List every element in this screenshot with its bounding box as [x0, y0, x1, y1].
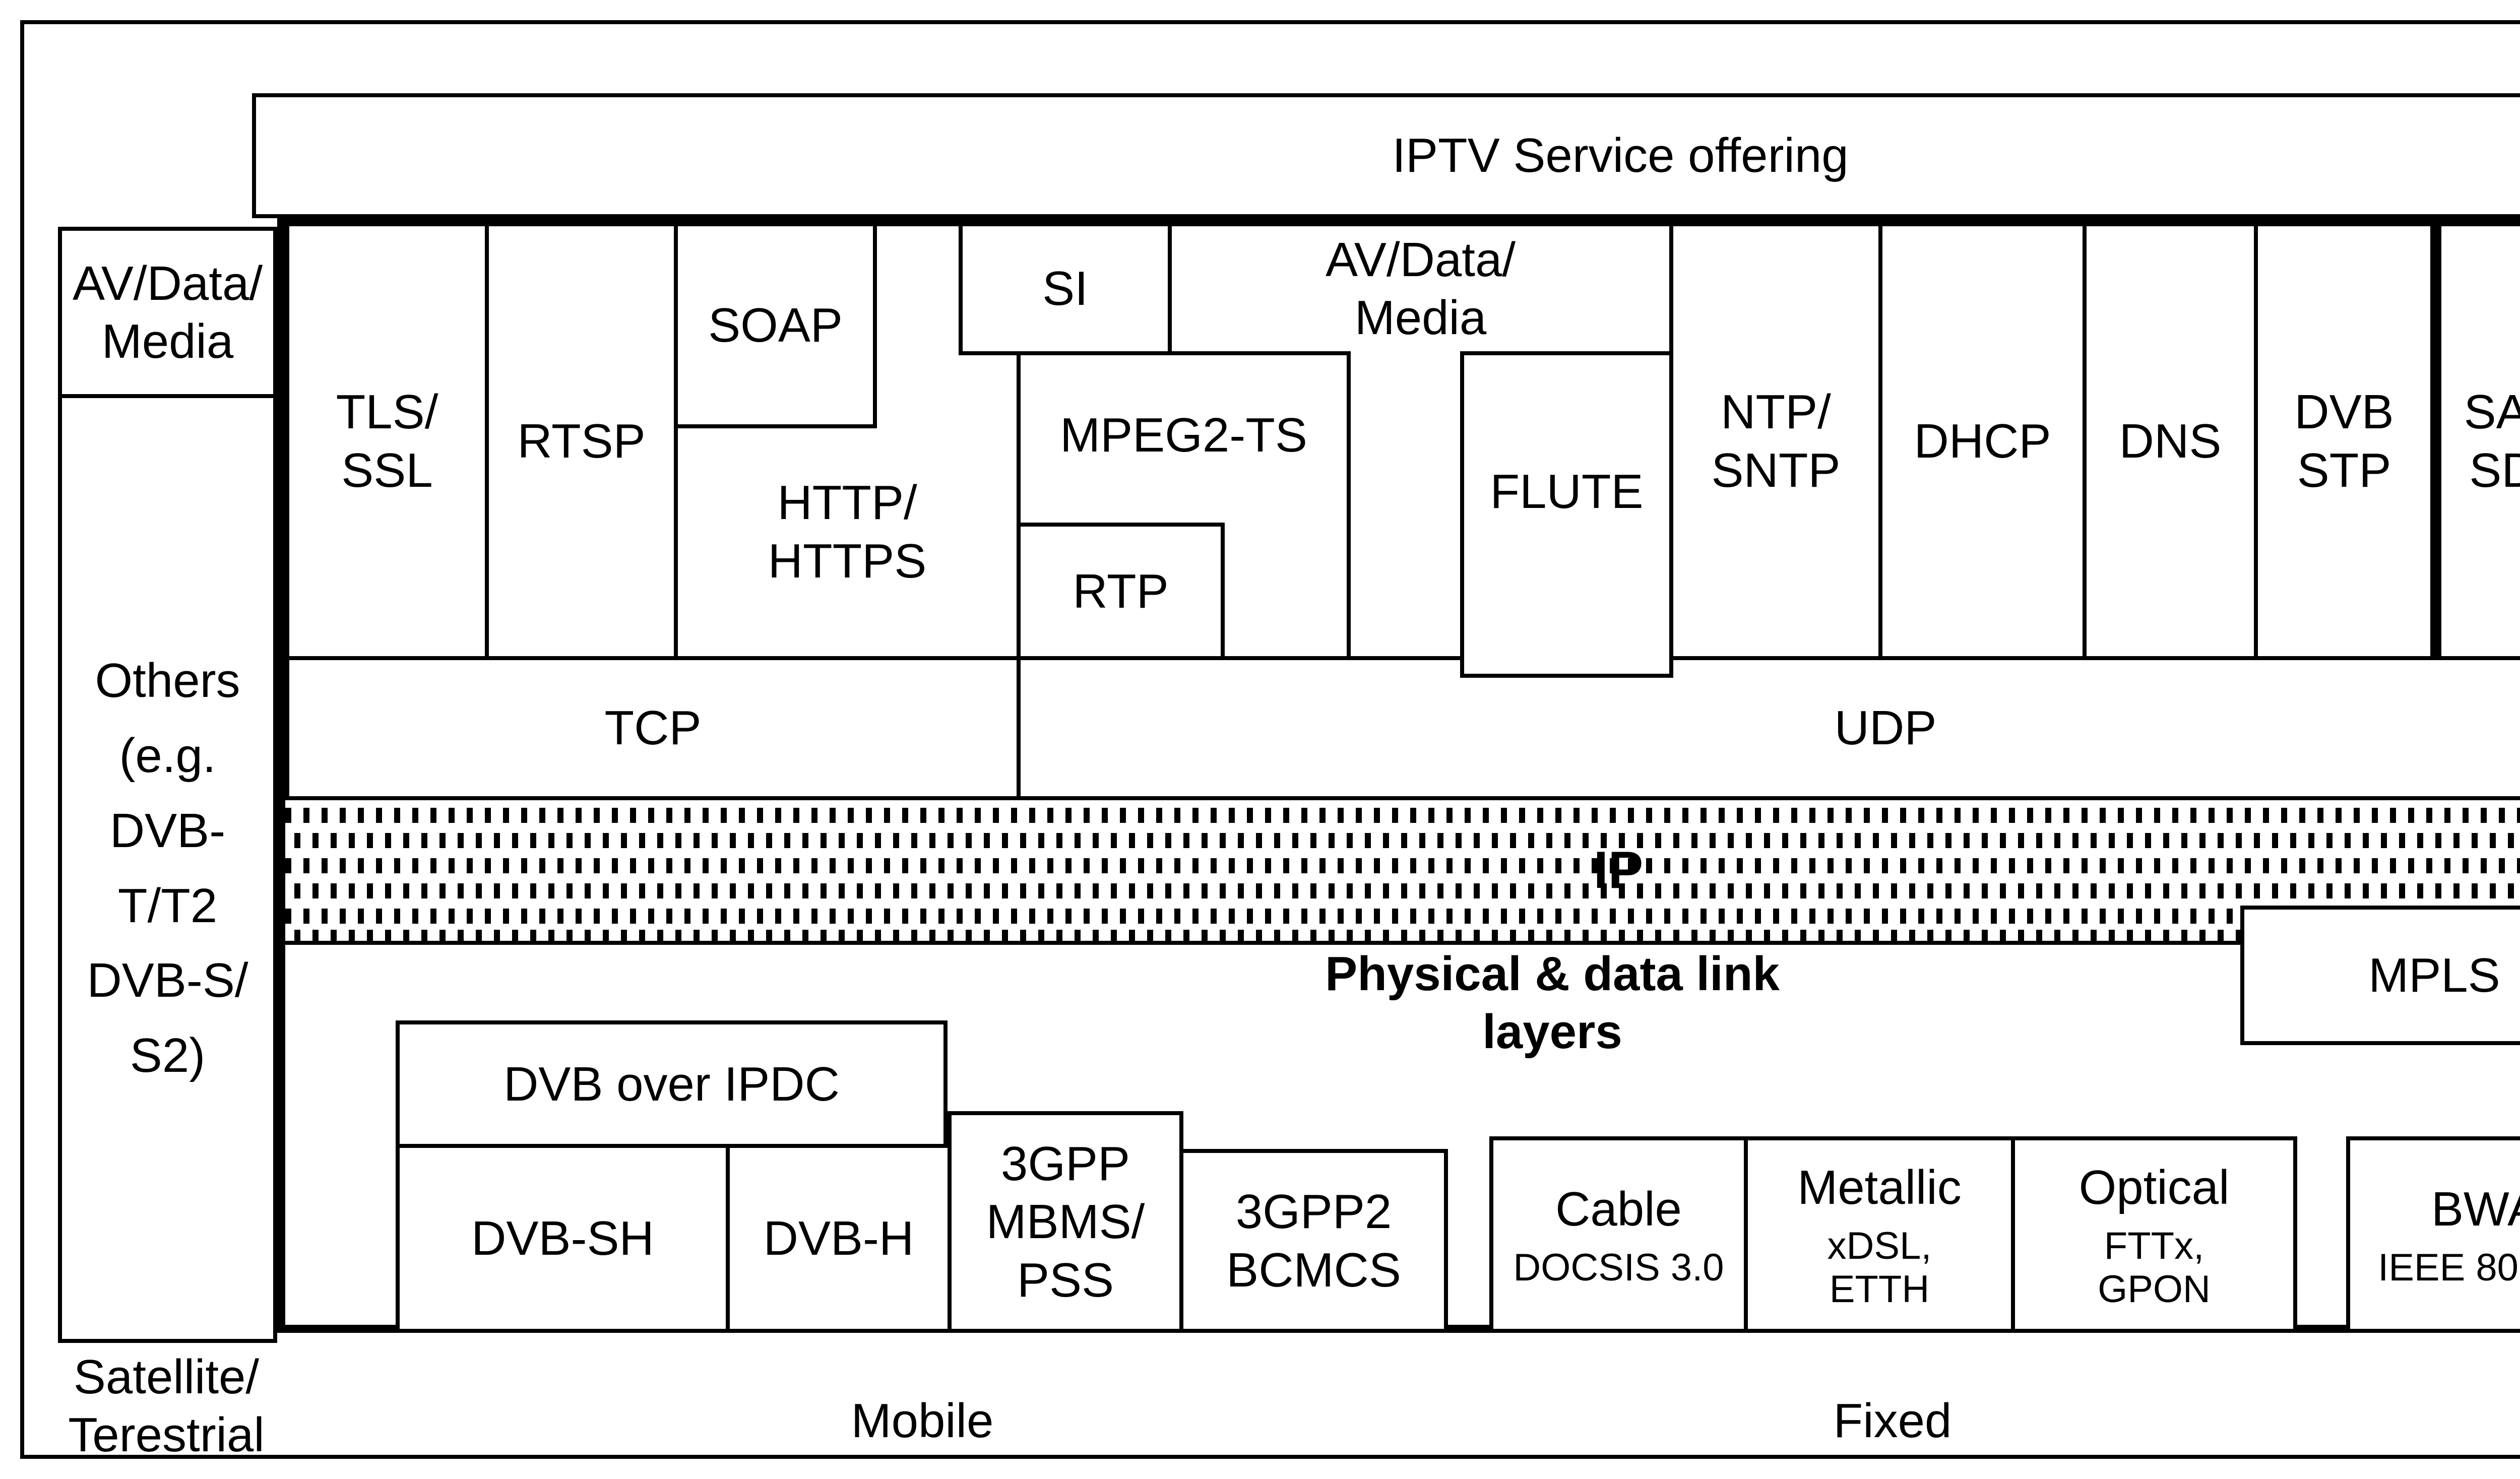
- iptv-service-offering-banner: IPTV Service offering: [252, 93, 2520, 218]
- region-label-satellite-terestrial: Satellite/ Terestrial: [68, 1349, 265, 1462]
- tls-ssl-box: TLS/ SSL: [285, 222, 489, 660]
- http-https-label: HTTP/ HTTPS: [768, 476, 927, 588]
- cable-detail: DOCSIS 3.0: [1513, 1246, 1724, 1290]
- left-av-data-media-label: AV/Data/ Media: [72, 256, 263, 368]
- tls-ssl-label: TLS/ SSL: [336, 385, 438, 497]
- optical-label: Optical: [2078, 1161, 2230, 1215]
- left-others-label: Others (e.g. DVB-T/T2 DVB-S/ S2): [87, 654, 248, 1083]
- ntp-sntp-label: NTP/ SNTP: [1711, 385, 1841, 497]
- region-label-wireless: Wireless: [2434, 1376, 2520, 1466]
- cable-box: Cable DOCSIS 3.0: [1489, 1136, 1748, 1333]
- 3gpp2-bcmcs-box: 3GPP2 BCMCS: [1179, 1149, 1448, 1333]
- rtsp-box: RTSP: [485, 222, 678, 660]
- banner-title: IPTV Service offering: [1392, 128, 1849, 183]
- metallic-box: Metallic xDSL, ETTH: [1744, 1136, 2015, 1333]
- sap-sdp-label: SAP/ SDP: [2464, 385, 2520, 497]
- tcp-box: TCP: [285, 656, 1021, 800]
- rtp-box: RTP: [1017, 523, 1225, 660]
- flute-box: FLUTE: [1460, 351, 1673, 678]
- bwa-box: BWA IEEE 802.16: [2346, 1136, 2520, 1333]
- mpls-box: MPLS: [2240, 906, 2520, 1045]
- av-data-media-box: AV/Data/ Media: [1168, 222, 1673, 355]
- outer-frame: [20, 20, 2520, 1459]
- dhcp-label: DHCP: [1914, 414, 2051, 468]
- dvb-over-ipdc-box: DVB over IPDC: [396, 1020, 948, 1148]
- mpeg2ts-label: MPEG2-TS: [1060, 408, 1307, 462]
- metallic-detail: xDSL, ETTH: [1827, 1225, 1932, 1311]
- sap-sdp-box: SAP/ SDP: [2434, 222, 2520, 660]
- left-column-box: AV/Data/ Media Others (e.g. DVB-T/T2 DVB…: [58, 227, 277, 1343]
- physical-layer-title: Physical & data link layers: [1325, 946, 1780, 1059]
- udp-box: UDP: [1017, 656, 2520, 800]
- tcp-label: TCP: [604, 701, 702, 755]
- dvb-h-label: DVB-H: [763, 1211, 914, 1265]
- ip-label: IP: [1593, 841, 1644, 900]
- dvb-stp-box: DVB STP: [2254, 222, 2434, 660]
- region-label-fixed: Fixed: [1833, 1394, 1952, 1448]
- av-data-media-label: AV/Data/ Media: [1325, 232, 1516, 345]
- soap-box: SOAP: [674, 222, 877, 428]
- mpls-label: MPLS: [2368, 948, 2500, 1002]
- soap-label: SOAP: [708, 298, 843, 352]
- rtp-label: RTP: [1073, 564, 1169, 618]
- bwa-detail: IEEE 802.16: [2378, 1246, 2520, 1290]
- si-box: SI: [959, 222, 1172, 355]
- optical-box: Optical FTTx, GPON: [2011, 1136, 2297, 1333]
- bwa-label: BWA: [2431, 1182, 2520, 1236]
- 3gpp-mbms-pss-label: 3GPP MBMS/ PSS: [986, 1137, 1145, 1307]
- left-av-data-media-cell: AV/Data/ Media: [62, 231, 273, 398]
- udp-label: UDP: [1834, 701, 1937, 755]
- region-label-mobile: Mobile: [851, 1394, 994, 1448]
- cable-label: Cable: [1555, 1182, 1682, 1236]
- dvb-sh-label: DVB-SH: [471, 1211, 654, 1265]
- rtsp-label: RTSP: [517, 414, 646, 468]
- dns-label: DNS: [2119, 414, 2222, 468]
- dvb-stp-label: DVB STP: [2294, 385, 2394, 497]
- dvb-h-box: DVB-H: [726, 1144, 952, 1333]
- optical-detail: FTTx, GPON: [2098, 1225, 2211, 1311]
- flute-label: FLUTE: [1490, 465, 1644, 519]
- 3gpp-mbms-pss-box: 3GPP MBMS/ PSS: [948, 1111, 1183, 1333]
- si-label: SI: [1042, 262, 1088, 316]
- dvb-over-ipdc-label: DVB over IPDC: [503, 1057, 840, 1111]
- ip-layer-band: IP: [285, 796, 2520, 945]
- left-others-cell: Others (e.g. DVB-T/T2 DVB-S/ S2): [62, 398, 273, 1339]
- dns-box: DNS: [2083, 222, 2258, 660]
- av-media-channel-opening: [1351, 351, 1460, 355]
- dhcp-box: DHCP: [1878, 222, 2087, 660]
- dvb-sh-box: DVB-SH: [396, 1144, 730, 1333]
- metallic-label: Metallic: [1797, 1161, 1962, 1215]
- 3gpp2-bcmcs-label: 3GPP2 BCMCS: [1226, 1185, 1401, 1297]
- ntp-sntp-box: NTP/ SNTP: [1669, 222, 1882, 660]
